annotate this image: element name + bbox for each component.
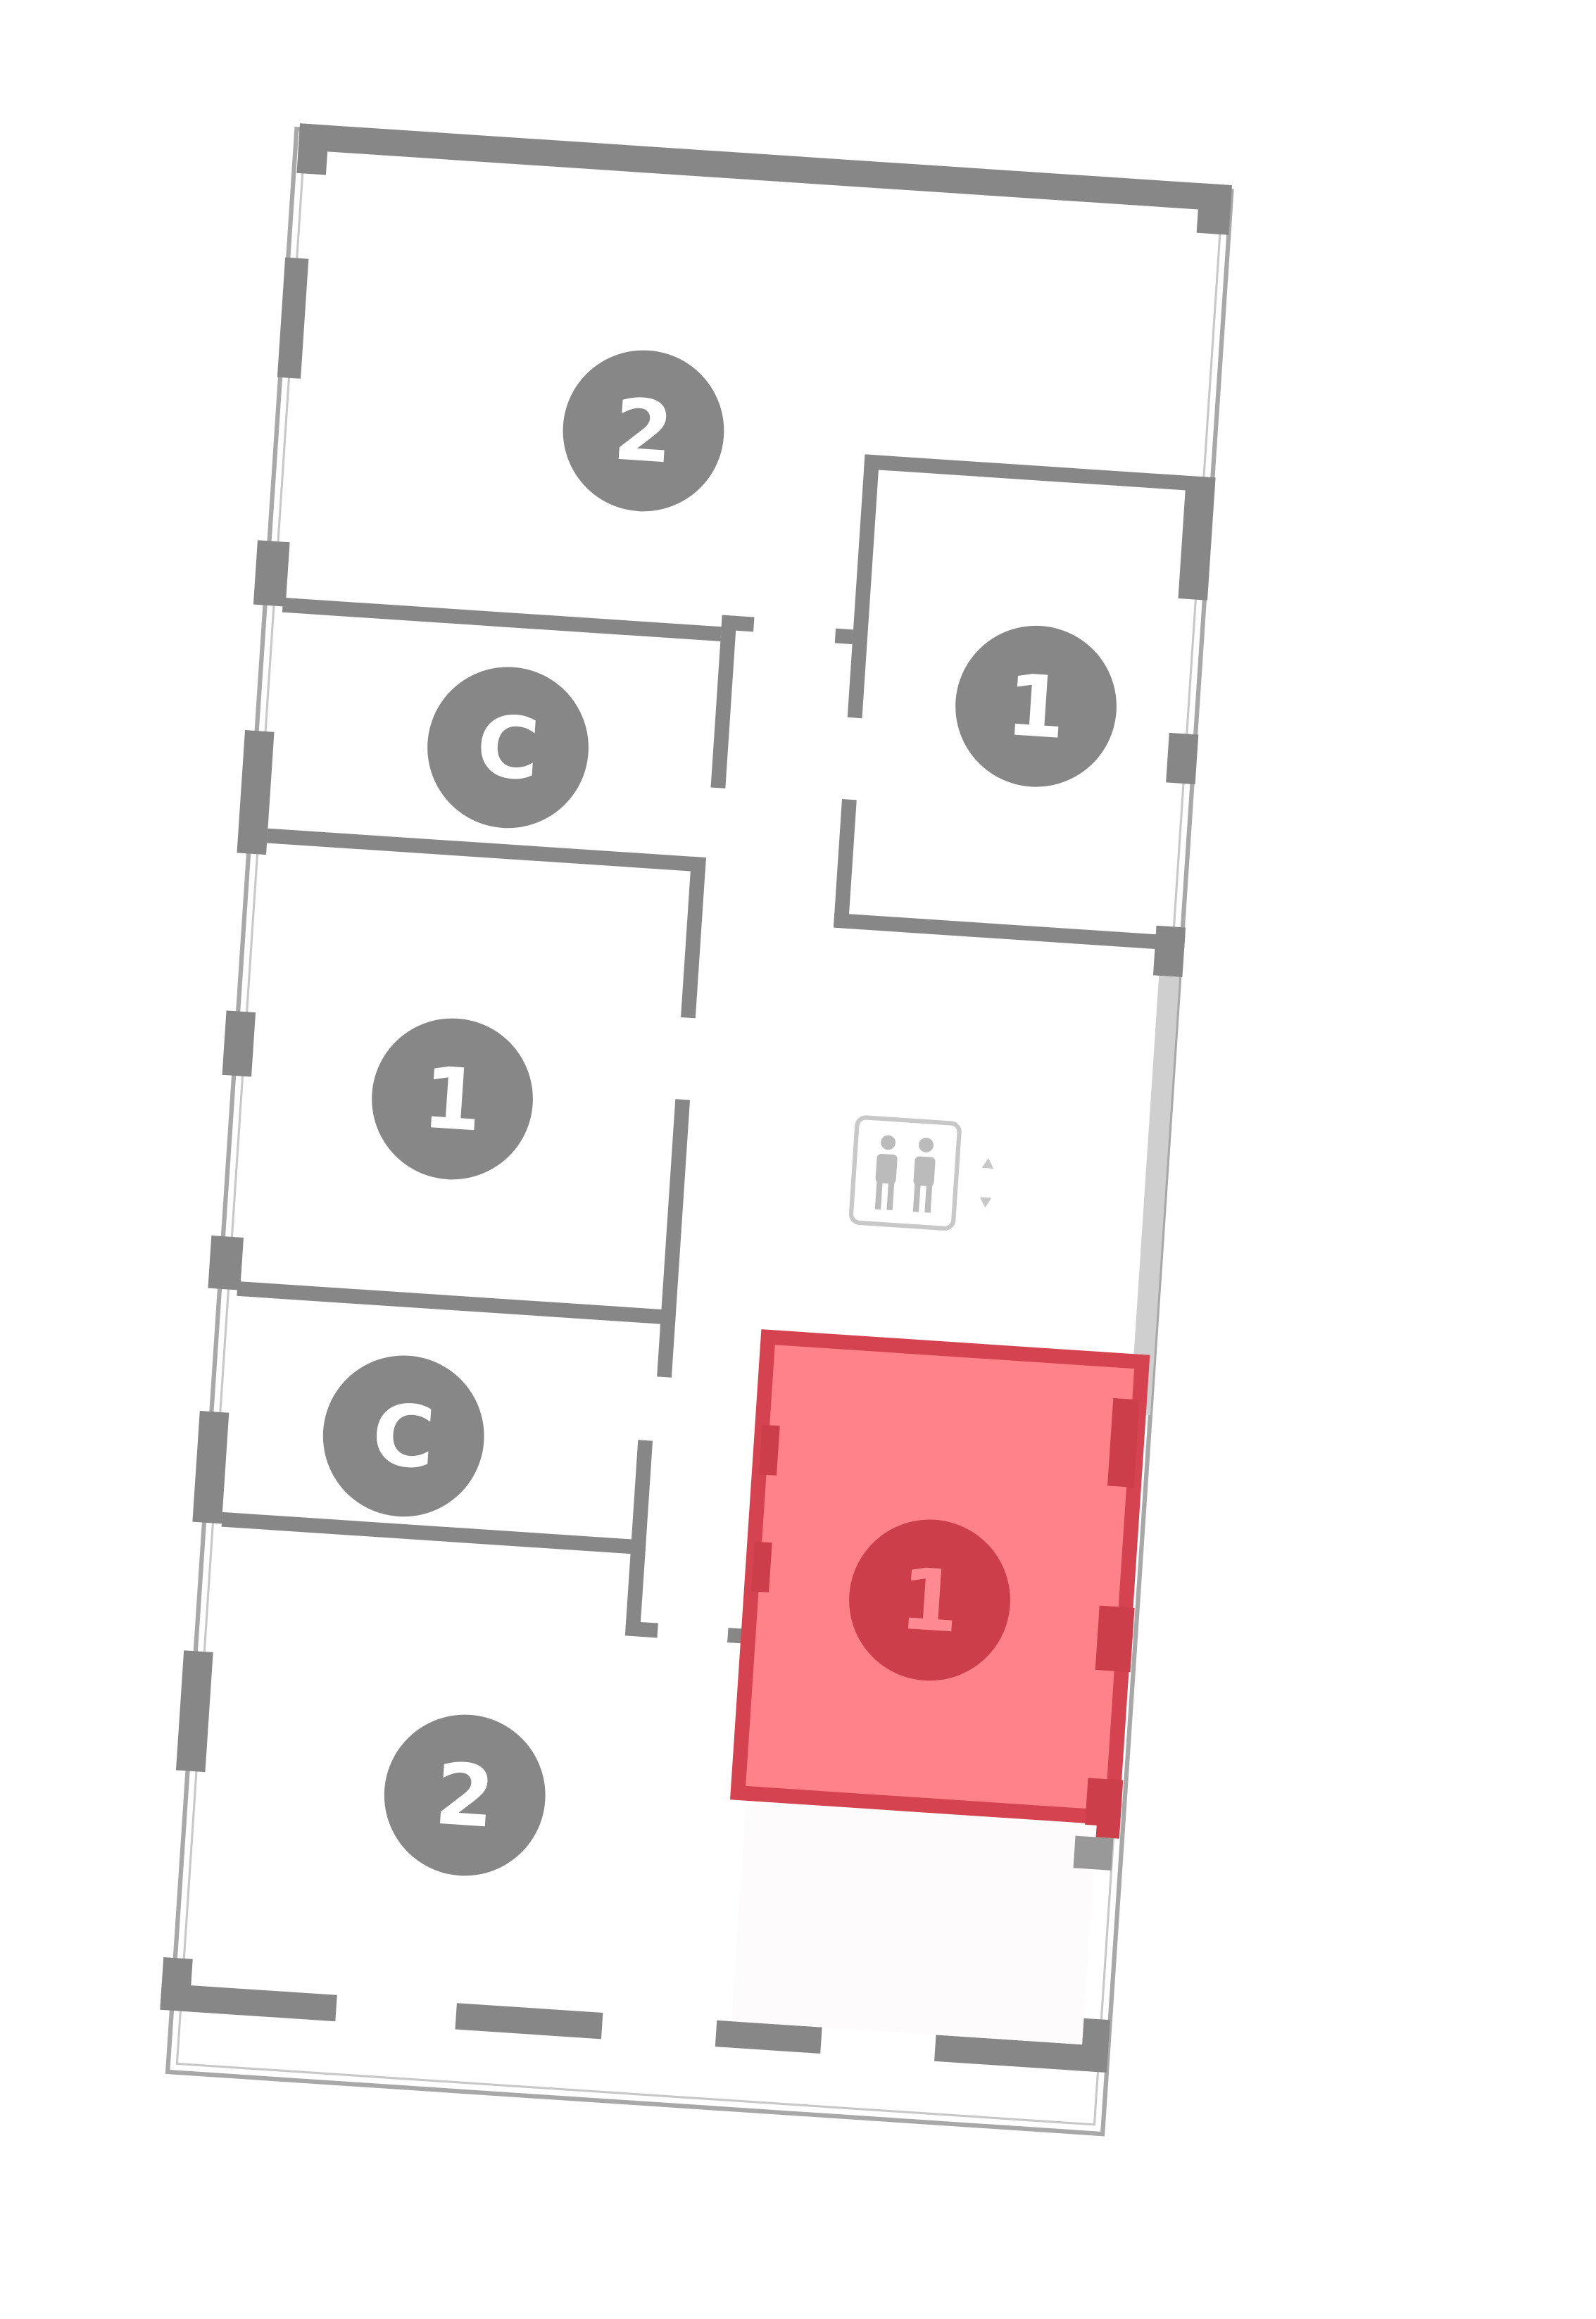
- room-badge-label: 2: [610, 381, 676, 483]
- interior-wall: [681, 856, 706, 1019]
- room-1-selected[interactable]: 1: [844, 1514, 1015, 1685]
- interior-wall: [267, 828, 706, 872]
- room-1-right[interactable]: 1: [950, 621, 1121, 792]
- left-pillar: [222, 1010, 256, 1077]
- top-wall: [298, 123, 1229, 212]
- room-c-upper[interactable]: C: [422, 662, 593, 833]
- interior-wall: [657, 1099, 691, 1378]
- interior-wall: [864, 454, 1216, 493]
- right-pillar: [1178, 481, 1215, 601]
- bottom-wall-seg: [715, 2020, 822, 2054]
- corner-top-left: [296, 123, 329, 175]
- right-pillar: [1166, 732, 1199, 785]
- pillar: [1073, 1835, 1114, 1871]
- room-badge-label: 1: [897, 1550, 962, 1652]
- left-pillar: [208, 1235, 244, 1290]
- room-badge: [427, 667, 589, 829]
- right-pillar: [1152, 925, 1186, 978]
- left-pillar: [192, 1410, 230, 1524]
- interior-wall: [625, 1440, 653, 1631]
- left-pillar: [175, 1650, 213, 1773]
- elevator-frame: [848, 1115, 962, 1231]
- person-body-icon: [913, 1156, 936, 1187]
- elevator-icon: [848, 1115, 962, 1231]
- selected-wall-pillar: [759, 1424, 780, 1476]
- room-badge-label: C: [369, 1385, 438, 1488]
- interior-wall: [710, 615, 737, 788]
- room-badge-label: 2: [432, 1745, 498, 1847]
- room-badge: [322, 1355, 484, 1517]
- person-body-icon: [875, 1153, 898, 1184]
- bottom-wall-seg: [455, 2003, 603, 2040]
- person-leg-icon: [886, 1181, 895, 1211]
- room-badge: [955, 625, 1117, 787]
- person-head-icon: [919, 1138, 934, 1152]
- room-badge: [563, 350, 724, 512]
- selected-wall-pillar: [1083, 1778, 1124, 1839]
- room-badge-label: C: [474, 697, 543, 800]
- interior-wall: [721, 615, 755, 632]
- selected-wall-pillar: [1095, 1605, 1135, 1673]
- person-leg-icon: [924, 1183, 933, 1213]
- floor-plan-building: 2 C 1 1 C 1 2: [160, 123, 1234, 2137]
- room-badge-label: 1: [1003, 656, 1069, 758]
- selected-wall-pillar: [751, 1541, 772, 1592]
- corridor-area: [731, 1802, 1097, 2045]
- interior-wall: [834, 628, 854, 645]
- interior-wall: [624, 1621, 658, 1638]
- bottom-wall-seg: [160, 1983, 337, 2022]
- glass-wall: [1129, 975, 1180, 1416]
- interior-wall: [847, 454, 880, 719]
- person-leg-icon: [912, 1182, 921, 1212]
- left-pillar: [253, 540, 290, 607]
- left-pillar: [237, 730, 275, 855]
- person-head-icon: [881, 1135, 896, 1150]
- corner-top-right: [1196, 183, 1232, 235]
- room-c-lower[interactable]: C: [318, 1350, 489, 1521]
- room-2-bottom[interactable]: 2: [379, 1709, 551, 1880]
- room-badge-label: 1: [420, 1049, 485, 1151]
- interior-wall: [834, 799, 857, 926]
- interior-wall: [833, 912, 1186, 951]
- elevator-arrows-icon: [979, 1157, 994, 1208]
- selected-wall-pillar: [1107, 1397, 1140, 1488]
- room-2-top[interactable]: 2: [558, 345, 729, 516]
- interior-wall: [282, 597, 722, 641]
- left-pillar: [277, 257, 309, 379]
- room-badge: [372, 1018, 533, 1180]
- person-leg-icon: [874, 1180, 883, 1210]
- corner-bottom-right: [1080, 2018, 1110, 2070]
- bottom-wall-seg: [934, 2035, 1109, 2073]
- interior-wall: [221, 1512, 646, 1555]
- interior-wall: [237, 1281, 677, 1326]
- room-1-left[interactable]: 1: [367, 1013, 538, 1184]
- room-badge: [384, 1714, 546, 1876]
- room-badge: [849, 1519, 1010, 1681]
